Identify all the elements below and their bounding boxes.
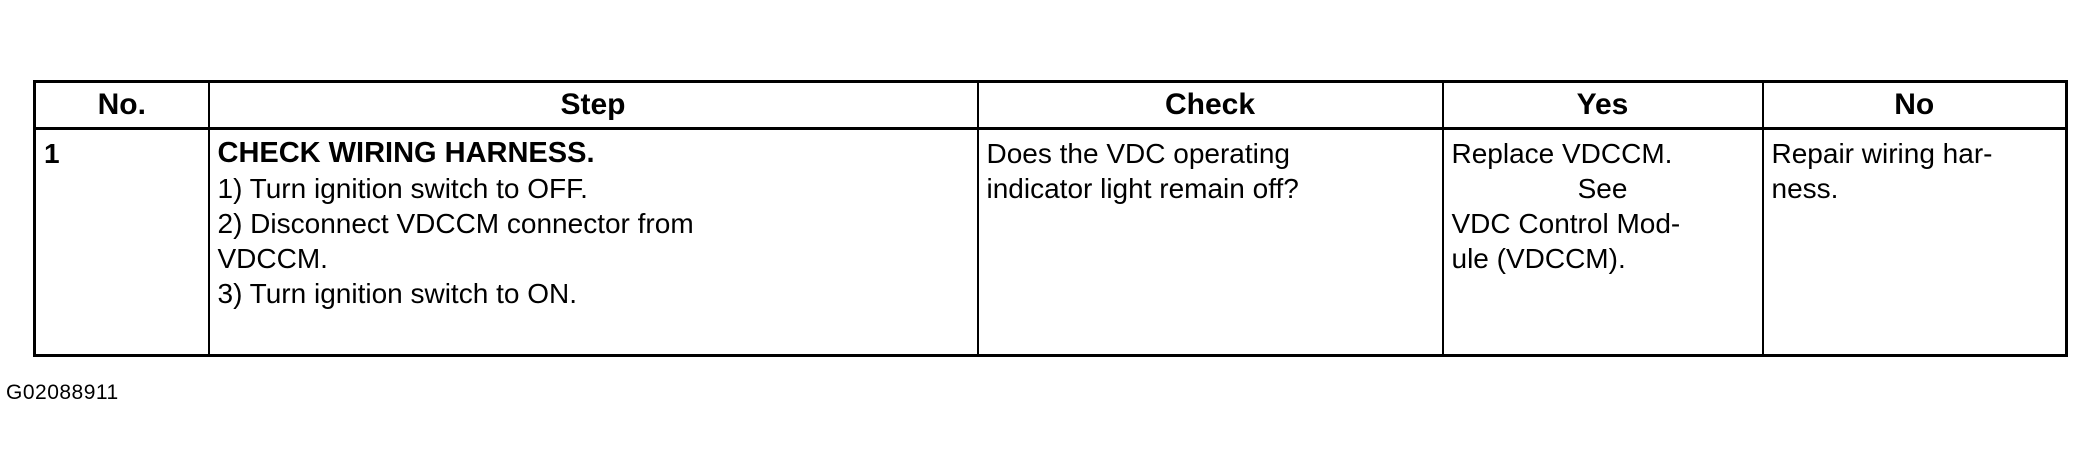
step-line: 3) Turn ignition switch to ON.: [217, 278, 577, 309]
step-cell: CHECK WIRING HARNESS. 1) Turn ignition s…: [207, 128, 979, 356]
no-cell: Repair wiring har- ness.: [1761, 128, 2068, 356]
yes-line: Replace VDCCM.: [1451, 138, 1673, 169]
header-no-result: No: [1761, 80, 2068, 130]
check-line: indicator light remain off?: [986, 173, 1299, 204]
check-cell: Does the VDC operating indicator light r…: [976, 128, 1444, 356]
table-row: 1 CHECK WIRING HARNESS. 1) Turn ignition…: [33, 128, 2068, 356]
step-line: 2) Disconnect VDCCM connector from: [217, 208, 694, 239]
diagnostic-table: No. Step Check Yes No 1 CHECK WIRING HAR…: [33, 80, 2068, 357]
header-yes: Yes: [1441, 80, 1764, 130]
header-no: No.: [33, 80, 210, 130]
header-step: Step: [207, 80, 979, 130]
yes-line: ule (VDCCM).: [1451, 243, 1626, 274]
step-title: CHECK WIRING HARNESS.: [217, 137, 595, 169]
header-check: Check: [976, 80, 1444, 130]
no-line: Repair wiring har-: [1771, 138, 1993, 169]
figure-id: G02088911: [6, 381, 119, 404]
step-number: 1: [33, 128, 210, 356]
no-line: ness.: [1771, 173, 1839, 204]
yes-line: VDC Control Mod-: [1451, 208, 1681, 239]
check-line: Does the VDC operating: [986, 138, 1291, 169]
table-header-row: No. Step Check Yes No: [33, 80, 2068, 130]
step-line: 1) Turn ignition switch to OFF.: [217, 173, 588, 204]
yes-line: See: [1577, 173, 1628, 204]
step-line: VDCCM.: [217, 243, 328, 274]
yes-cell: Replace VDCCM. See VDC Control Mod- ule …: [1441, 128, 1764, 356]
